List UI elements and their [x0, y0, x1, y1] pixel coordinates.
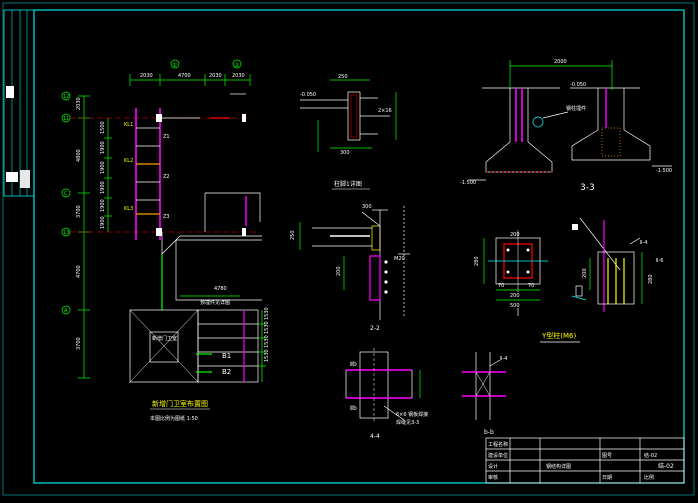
plan-right-dim-2: 1530 — [264, 321, 270, 334]
detail-4-4-title: 4-4 — [370, 433, 380, 440]
plan-inner-dim-1: 1500 — [100, 121, 106, 134]
detail-foot-label-2: 250 — [338, 74, 348, 80]
detail-3-3-top-dim: 2000 — [554, 59, 567, 65]
plan-left-dim-1: 2030 — [76, 97, 82, 110]
detail-foot-label-1: -0.050 — [300, 92, 316, 98]
detail-3-3-callout: 钢柱埋件 — [566, 105, 586, 112]
plan-right-dim-4: 1530 — [264, 349, 270, 362]
y-column-label-4: Ⅱ-4 — [640, 240, 647, 246]
tb-r1-c1: 工程名称 — [488, 441, 508, 448]
plan-inner-dim-3: 1900 — [100, 161, 106, 174]
title-block — [485, 437, 685, 484]
binding-strip — [3, 9, 35, 197]
detail-4-4-mark-top: Ⅱb — [350, 361, 357, 368]
detail-section-4-4 — [345, 348, 421, 422]
plan-right-dim-1: 1530 — [264, 307, 270, 320]
plate-label-2: 200 — [510, 232, 520, 238]
plan-inner-dim-5: 1900 — [100, 199, 106, 212]
tb-r4-c3: 日期 — [602, 475, 612, 481]
plate-label-5: 70 — [498, 283, 504, 289]
detail-3-3-elev-top: -0.050 — [570, 82, 586, 88]
drawing-frame — [33, 9, 685, 484]
detail-section-3-3 — [468, 60, 672, 181]
tb-r2-c3: 图号 — [602, 453, 612, 459]
plan-beam-label-3: KL3 — [124, 206, 133, 212]
y-column-label-3: Ⅱ-6 — [656, 258, 663, 264]
detail-4-4-note: 6×6 钢板焊接 — [396, 411, 428, 418]
detail-section-2-2 — [299, 206, 410, 320]
plan-bottom-dim: 4780 — [214, 286, 227, 292]
detail-foot-title: 柱脚1详图 — [334, 180, 362, 188]
plan-inner-dim-4: 1900 — [100, 181, 106, 194]
detail-foot-label-3: 300 — [340, 150, 350, 156]
plan-right-dim-3: 1530 — [264, 335, 270, 348]
tb-r4-c4: 比例 — [644, 474, 654, 481]
plan-axis-left-3: C — [64, 191, 68, 197]
plan-axis-top-1: ① — [172, 62, 177, 69]
plan-beam-label-8: B2 — [222, 368, 231, 376]
detail-section-b-b — [462, 352, 506, 420]
detail-2-2-label-1: 250 — [290, 230, 296, 240]
detail-3-3-elev-bottom: -1.500 — [656, 168, 672, 174]
detail-4-4-mark-bottom: Ⅱb — [350, 405, 357, 412]
detail-base-plate — [483, 230, 548, 316]
tb-r2-c4: 结-02 — [644, 452, 657, 459]
detail-2-2-label-4: 200 — [336, 266, 342, 276]
tb-r3-c3: 钢结构详图 — [546, 463, 571, 470]
plan-inner-dim-2: 1900 — [100, 141, 106, 154]
drawing-border — [2, 2, 695, 496]
detail-foot-label-4: 2×16 — [378, 108, 392, 114]
plan-title: 新增门卫室布置图 — [152, 399, 208, 408]
plan-beam-label-2: KL2 — [124, 158, 133, 164]
plan-beam-label-5: Z2 — [163, 174, 170, 180]
tb-sheet-no: 结-02 — [658, 462, 674, 470]
plan-subtitle: 本图比例为图纸 1:50 — [150, 415, 198, 422]
plan-axis-left-1: 12 — [63, 94, 69, 100]
plate-label-1: 280 — [474, 256, 480, 266]
plate-label-4: 500 — [510, 303, 520, 309]
y-column-title: Y型柱(M6) — [541, 331, 576, 340]
detail-2-2-title: 2-2 — [370, 325, 380, 332]
plan-left-dim-5: 3700 — [76, 337, 82, 350]
tb-r2-c1: 建设单位 — [488, 452, 508, 459]
plan-top-dim-3: 2030 — [209, 73, 222, 79]
tb-r3-c1: 设计 — [488, 463, 498, 470]
plan-left-dim-3: 3700 — [76, 205, 82, 218]
plan-left-dim-2: 4800 — [76, 149, 82, 162]
plate-label-6: 70 — [528, 283, 534, 289]
tb-r4-c1: 审核 — [488, 474, 498, 481]
plan-axis-left-4: 13 — [63, 230, 69, 236]
plan-inner-dim-6: 1900 — [100, 216, 106, 229]
detail-b-b-title: b-b — [484, 429, 494, 436]
plan-beam-label-4: Z1 — [163, 134, 170, 140]
detail-3-3-elev-left: -1.500 — [460, 180, 476, 186]
detail-b-b-mark: Ⅱ-4 — [500, 356, 507, 362]
detail-y-column — [540, 217, 643, 343]
plan-top-dim-2: 4700 — [178, 73, 191, 79]
plan-room-label: 新增门卫室 — [152, 335, 177, 342]
plan-text: 2030 4700 2030 2030 ① ② 12 11 C 13 A 203… — [63, 62, 270, 422]
detail-2-2-label-3: M20 — [394, 256, 405, 262]
plan-axis-left-5: A — [64, 308, 68, 314]
detail-3-3-title: 3-3 — [580, 183, 595, 193]
plate-label-3: 200 — [510, 293, 520, 299]
plan-axis-left-2: 11 — [63, 116, 69, 122]
detail-4-4-note2: 焊缝见3-3 — [396, 419, 419, 426]
plan-top-dim-1: 2030 — [140, 73, 153, 79]
detail-column-foot — [300, 79, 397, 152]
plan-beam-label-1: KL1 — [124, 122, 133, 128]
plan-top-dim-4: 2030 — [232, 73, 245, 79]
y-column-label-1: 200 — [582, 268, 588, 278]
y-column-label-2: 280 — [648, 274, 654, 284]
plan-view — [61, 59, 266, 383]
detail-2-2-label-2: 300 — [362, 204, 372, 210]
plan-axis-top-2: ② — [234, 62, 240, 69]
plan-note: 预埋件见详图 — [200, 299, 230, 306]
plan-beam-label-7: B1 — [222, 352, 231, 360]
plan-left-dim-4: 4700 — [76, 265, 82, 278]
plan-beam-label-6: Z3 — [163, 214, 170, 220]
